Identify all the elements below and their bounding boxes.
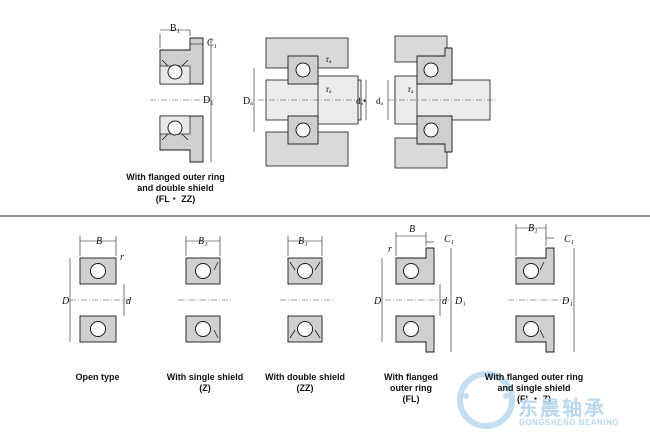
top-b1-label: B₁ [170, 23, 180, 34]
fl-z-b1-label: B₁ [528, 223, 538, 234]
ra-top-label: rₐ [326, 54, 332, 64]
caption-flanged-fl: With flanged outer ring (FL) [384, 372, 438, 404]
single-shield-b1-label: B₁ [198, 236, 208, 247]
flanged-mounting-figure: dₐ rₐ [376, 35, 498, 169]
fl-d1-label: D₁ [454, 296, 466, 307]
fl-c1-label: C₁ [444, 234, 454, 245]
caption-open-type: Open type [75, 372, 120, 382]
fl-z-c1-label: C₁ [564, 234, 574, 245]
fl-z-d1-label: D₁ [561, 296, 573, 307]
open-b-label: B [96, 236, 102, 247]
caption-flanged-single-shield: With flanged outer ring and single shiel… [484, 372, 584, 404]
fl-d-inner-label: d [442, 296, 448, 307]
top-flanged-bearing-figure: B₁ C₁ D₁ [150, 23, 217, 163]
bearing-flanged-fl: B C₁ r D d D₁ [373, 224, 466, 353]
open-d-outer-label: D [61, 296, 70, 307]
open-r-label: r [120, 252, 124, 263]
bearing-flanged-single-shield: B₁ C₁ D₁ [508, 223, 575, 353]
double-shield-b1-label: B₁ [298, 236, 308, 247]
da-right-label: dₐ [376, 96, 384, 106]
dongsheng-logo-mark [457, 371, 515, 429]
caption-single-shield: With single shield (Z) [166, 372, 244, 393]
ra-right-label: rₐ [408, 84, 414, 94]
top-c1-label: C₁ [207, 38, 217, 49]
da-mid-label: dₐ• [356, 96, 366, 106]
open-d-inner-label: d [126, 296, 132, 307]
top-d1-label: D₁ [203, 95, 214, 106]
bearing-double-shield: B₁ [280, 236, 334, 343]
bearing-open-type: B r D d [61, 236, 132, 343]
fl-r-label: r [388, 244, 392, 255]
fl-d-outer-label: D [373, 296, 382, 307]
watermark-chinese-name: 东晨轴承 [518, 398, 606, 420]
watermark-english-name: DONGSHENG BEARING [519, 418, 620, 427]
fl-b-label: B [409, 224, 415, 235]
da-outer-label: Dₐ [243, 96, 253, 107]
caption-top-flanged-double-shield: With flanged outer ring and double shiel… [126, 172, 225, 204]
ra-mid-label: rₐ [326, 84, 332, 94]
bearing-single-shield: B₁ [178, 236, 232, 343]
mounting-housing-figure: rₐ rₐ Dₐ dₐ• [243, 37, 368, 167]
caption-double-shield: With double shield (ZZ) [265, 372, 345, 393]
